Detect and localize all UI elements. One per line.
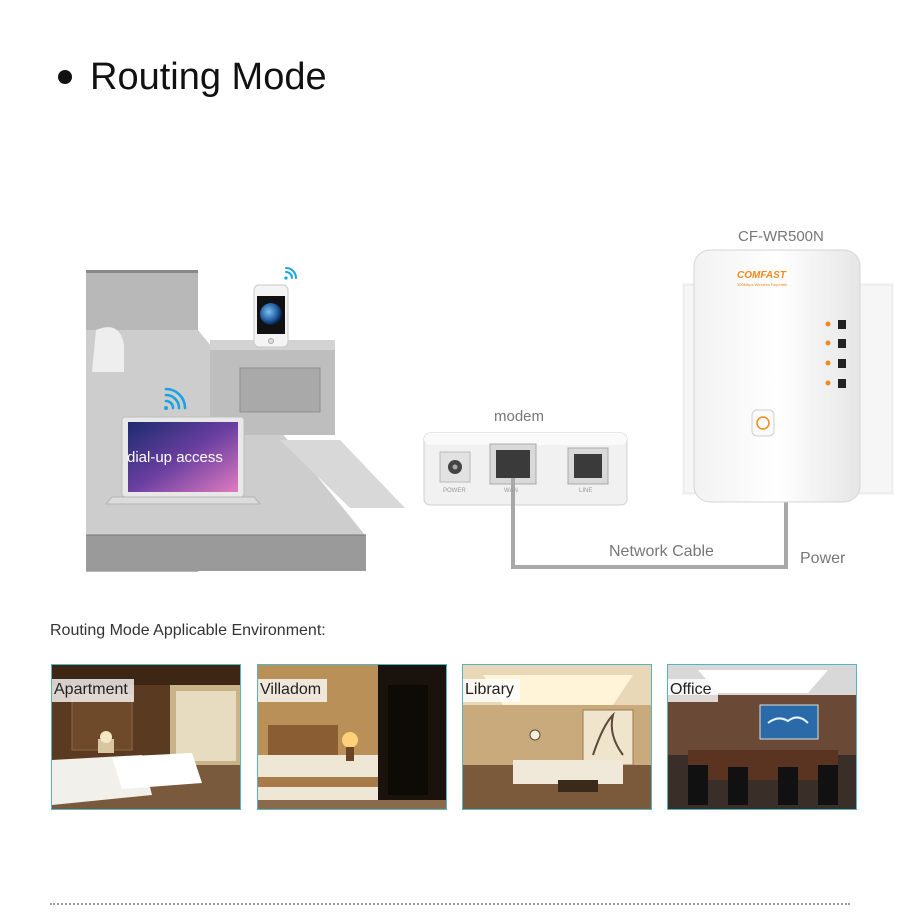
environment-tile-library: Library xyxy=(462,664,652,810)
modem-port-label-wan: WAN xyxy=(504,488,518,494)
dotted-divider xyxy=(50,903,850,905)
phone xyxy=(253,284,289,348)
library-image xyxy=(463,665,651,809)
environment-tile-villadom: Villadom xyxy=(257,664,447,810)
laptop-wifi-icon xyxy=(164,387,187,410)
tile-label: Office xyxy=(668,679,718,702)
laptop xyxy=(104,416,262,505)
phone-wifi-icon xyxy=(284,267,297,280)
network-cable-label: Network Cable xyxy=(609,543,714,560)
power-label: Power xyxy=(800,550,846,567)
bed-front xyxy=(86,535,366,571)
pillow xyxy=(92,327,124,372)
led-indicators xyxy=(825,320,846,388)
network-cable-line xyxy=(511,478,788,569)
modem-label: modem xyxy=(494,408,545,425)
tile-label: Villadom xyxy=(258,679,328,702)
modem-port-label-line: LINE xyxy=(579,488,593,494)
modem-port-label-power: POWER xyxy=(443,488,466,494)
wps-button xyxy=(751,409,775,437)
title-row: Routing Mode xyxy=(58,52,327,102)
brand-subtitle: 300Mbps Wireless Repeater xyxy=(737,282,788,287)
laptop-label: dial-up access xyxy=(127,449,223,466)
page-title: Routing Mode xyxy=(90,55,327,98)
tile-label: Library xyxy=(463,679,520,702)
modem xyxy=(423,432,628,506)
repeater-device xyxy=(682,249,894,503)
floor-mat xyxy=(280,440,405,508)
device-model-label: CF-WR500N xyxy=(738,228,824,245)
brand-logo: COMFAST xyxy=(737,270,786,281)
routing-diagram xyxy=(86,249,894,572)
villadom-image xyxy=(258,665,446,809)
environment-tile-office: Office xyxy=(667,664,857,810)
environment-tile-apartment: Apartment xyxy=(51,664,241,810)
tile-label: Apartment xyxy=(52,679,134,702)
bullet-icon xyxy=(58,70,72,84)
environment-title: Routing Mode Applicable Environment: xyxy=(50,622,326,639)
